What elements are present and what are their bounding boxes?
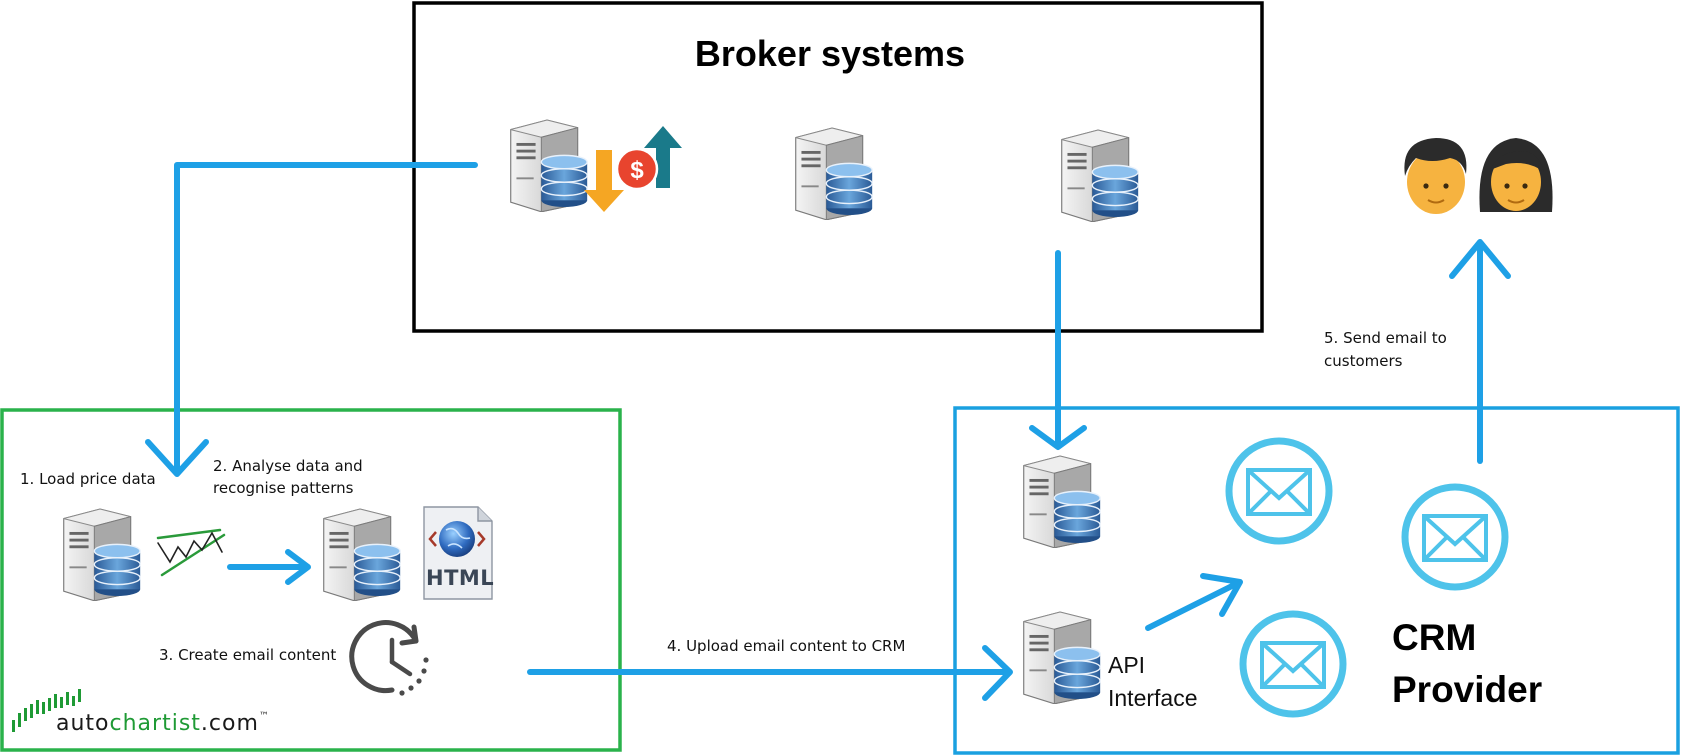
connector-api-to-emails xyxy=(1145,573,1243,631)
step-create-email-content: 3. Create email content xyxy=(159,646,337,664)
step-send-line2: customers xyxy=(1324,352,1403,370)
crm-provider-title-line1: CRM xyxy=(1392,617,1477,658)
male-customer-icon xyxy=(1404,138,1467,214)
logo-text-chartist: chartist xyxy=(109,711,201,736)
step-analyse-line1: 2. Analyse data and xyxy=(213,457,363,475)
api-server-icon xyxy=(1023,611,1101,704)
triangle-pattern-icon xyxy=(156,528,226,577)
connector-broker-to-crm-database xyxy=(1029,250,1087,450)
crm-database-server-icon xyxy=(1023,455,1101,548)
envelope-icon xyxy=(1405,487,1505,587)
female-customer-icon xyxy=(1479,138,1553,212)
broker-server-icon xyxy=(795,127,873,220)
broker-systems-title: Broker systems xyxy=(694,33,966,74)
currency-exchange-icon: $ xyxy=(584,126,682,212)
analysis-server-icon xyxy=(323,508,401,601)
logo-trademark: ™ xyxy=(258,711,270,722)
html-badge-label: HTML xyxy=(426,566,495,590)
autochartist-logo: autochartist.com™ xyxy=(56,711,270,736)
api-interface-line1: API xyxy=(1108,652,1146,678)
logo-text-com: .com xyxy=(200,711,259,736)
step-load-price-data: 1. Load price data xyxy=(20,470,156,488)
step-analyse-line2: recognise patterns xyxy=(213,479,354,497)
broker-server-trading-icon xyxy=(510,119,588,212)
crm-provider-title-line2: Provider xyxy=(1392,669,1543,710)
api-interface-line2: Interface xyxy=(1108,685,1198,711)
step-send-line1: 5. Send email to xyxy=(1324,329,1447,347)
envelope-icon xyxy=(1243,614,1343,714)
autochartist-box xyxy=(0,408,622,752)
connector-crm-to-customers xyxy=(1449,239,1511,464)
price-data-server-icon xyxy=(63,508,141,601)
connector-pattern-to-analyse xyxy=(227,549,311,585)
step-upload-to-crm: 4. Upload email content to CRM xyxy=(667,637,906,655)
svg-text:$: $ xyxy=(630,157,644,184)
connector-broker-to-load xyxy=(145,162,478,477)
envelope-icon xyxy=(1229,441,1329,541)
crm-provider-box xyxy=(953,406,1680,755)
broker-server-icon xyxy=(1061,129,1139,222)
html-file-icon xyxy=(423,506,493,600)
connector-upload-to-api xyxy=(527,645,1013,701)
logo-text-auto: auto xyxy=(56,711,110,736)
autochartist-logo-mark xyxy=(12,689,81,732)
clock-icon xyxy=(349,620,429,696)
